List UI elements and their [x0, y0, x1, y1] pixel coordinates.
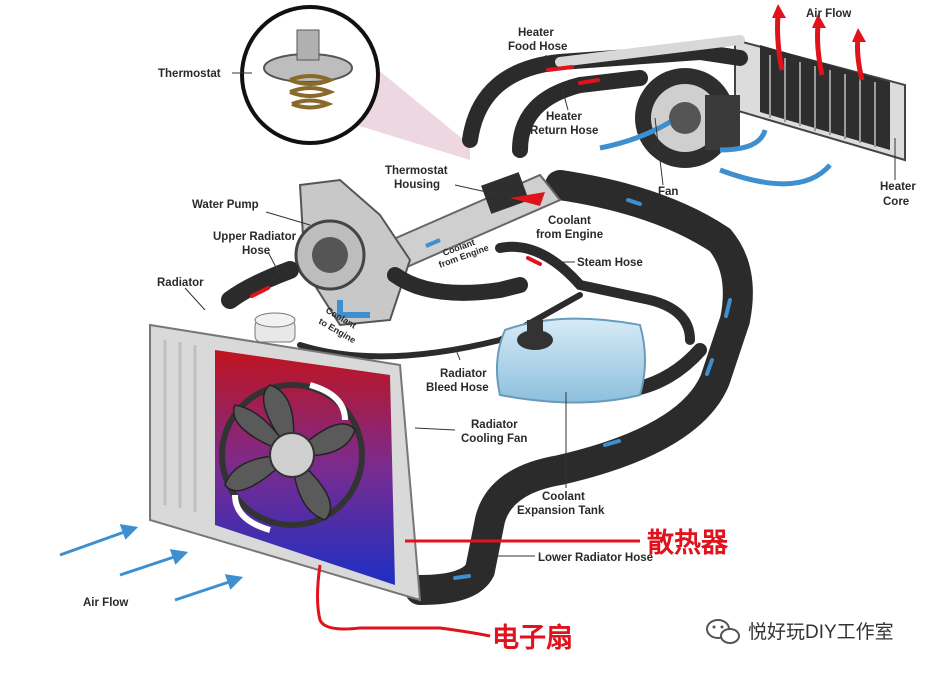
label-thermostat-housing-1: Thermostat — [385, 165, 448, 177]
label-radiator-bleed-hose-1: Radiator — [440, 368, 487, 380]
heater-hoses — [462, 35, 748, 158]
heater-fan — [635, 68, 740, 168]
label-water-pump: Water Pump — [192, 199, 259, 211]
wechat-icon — [706, 619, 740, 644]
label-lower-radiator-hose: Lower Radiator Hose — [538, 552, 653, 564]
fan-airflow-arrows — [599, 119, 832, 187]
label-heater-return-hose-2: Return Hose — [530, 125, 598, 137]
radiator-cooling-fan — [219, 382, 365, 533]
heater-core — [734, 38, 906, 162]
label-radiator-bleed-hose-2: Bleed Hose — [426, 382, 489, 394]
fan-cn-annotation: 电子扇 — [492, 622, 573, 653]
expansion-tank — [496, 317, 646, 404]
label-coolant-expansion-tank-1: Coolant — [542, 491, 585, 503]
fan-annotation-line — [316, 564, 491, 638]
label-air-flow-bottom: Air Flow — [83, 597, 128, 609]
label-coolant-from-engine-2: from Engine — [536, 229, 603, 241]
label-upper-radiator-hose-2: Hose — [242, 245, 270, 257]
red-annotation-lines — [316, 539, 640, 638]
leader-lines — [184, 55, 896, 557]
label-air-flow-top: Air Flow — [806, 8, 851, 20]
label-radiator-cooling-fan-1: Radiator — [471, 419, 518, 431]
label-thermostat-housing-2: Housing — [394, 179, 440, 191]
label-fan: Fan — [658, 186, 678, 198]
radiator-cn-annotation: 散热器 — [647, 528, 729, 558]
label-thermostat: Thermostat — [158, 68, 221, 80]
label-heater-core-2: Core — [883, 196, 909, 208]
watermark: 悦好玩DIY工作室 — [706, 619, 894, 644]
return-hose — [405, 170, 753, 605]
label-coolant-from-engine-1: Coolant — [548, 215, 591, 227]
label-heater-core-1: Heater — [880, 181, 916, 193]
label-heater-food-hose-1: Heater — [518, 27, 554, 39]
water-pump — [294, 178, 412, 327]
label-radiator: Radiator — [157, 277, 204, 289]
label-heater-return-hose-1: Heater — [546, 111, 582, 123]
watermark-text: 悦好玩DIY工作室 — [748, 621, 894, 643]
label-steam-hose: Steam Hose — [577, 257, 643, 269]
label-heater-food-hose-2: Food Hose — [508, 41, 567, 53]
label-coolant-expansion-tank-2: Expansion Tank — [517, 505, 605, 517]
air-flow-arrows-bottom — [59, 524, 244, 602]
label-upper-radiator-hose-1: Upper Radiator — [213, 231, 297, 243]
thermostat-callout — [232, 5, 470, 160]
label-radiator-cooling-fan-2: Cooling Fan — [461, 433, 527, 445]
